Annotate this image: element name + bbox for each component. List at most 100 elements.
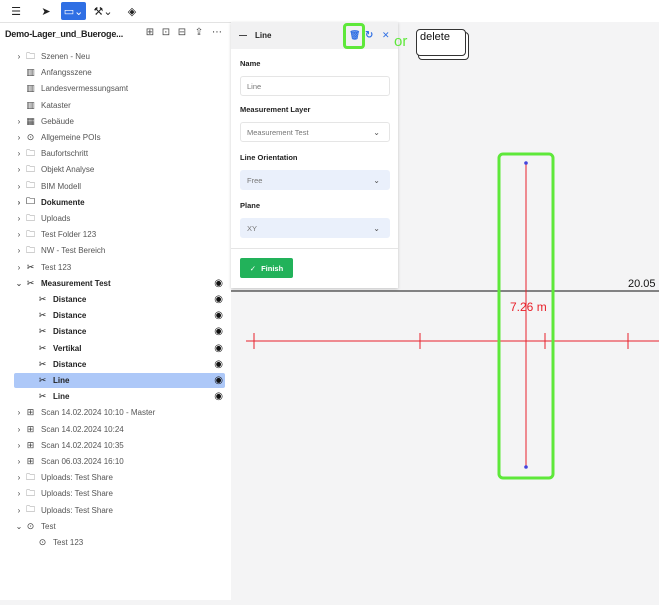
chevron-icon[interactable]: › xyxy=(17,424,21,434)
trash-icon[interactable]: 🗑 xyxy=(349,30,361,40)
tree-item[interactable]: ›🗀Baufortschritt xyxy=(14,146,225,161)
tools-menu-icon[interactable]: ⚒⌄ xyxy=(93,5,113,18)
scene-icon: ▥ xyxy=(26,99,35,110)
tree-item[interactable]: ›🗀Test Folder 123 xyxy=(14,227,225,242)
finish-button[interactable]: ✓Finish xyxy=(240,258,293,278)
tree-item[interactable]: ✂Line◉ xyxy=(14,389,225,404)
tree-item[interactable]: ▥Anfangsszene xyxy=(14,65,225,80)
orientation-value: Free xyxy=(247,175,263,185)
chevron-icon[interactable]: › xyxy=(17,52,21,61)
tree-item[interactable]: ›🗀Uploads: Test Share xyxy=(14,486,225,501)
tree-item[interactable]: ⌄✂ Measurement Test ◉ xyxy=(14,276,225,291)
tree-item[interactable]: ⊙Test 123 xyxy=(14,535,225,550)
eye-icon[interactable]: ◉ xyxy=(214,358,223,370)
chevron-icon[interactable]: › xyxy=(17,505,21,515)
chevron-icon[interactable]: ⌄ xyxy=(15,278,23,288)
new-folder-icon[interactable]: ⊟ xyxy=(177,27,187,38)
layers-icon[interactable]: ◈ xyxy=(127,5,137,18)
line-endpoint[interactable] xyxy=(524,161,528,165)
tree-item[interactable]: ✂Distance◉ xyxy=(14,324,225,339)
tree-item[interactable]: ✂Distance◉ xyxy=(14,357,225,372)
chevron-icon[interactable]: › xyxy=(17,262,21,272)
chevron-icon[interactable]: › xyxy=(17,181,21,191)
chevron-icon[interactable]: › xyxy=(17,133,21,142)
layer-select[interactable]: Measurement Test⌄ xyxy=(240,122,390,142)
tree-item[interactable]: ▥Landesvermessungsamt xyxy=(14,81,225,96)
tree-item[interactable]: ›🗀Uploads xyxy=(14,211,225,226)
eye-icon[interactable]: ◉ xyxy=(214,391,223,403)
eye-icon[interactable]: ◉ xyxy=(214,342,223,354)
tree-item[interactable]: ›🗀BIM Modell xyxy=(14,179,225,194)
layout-icon[interactable]: ⊞ xyxy=(145,27,155,38)
upload-icon[interactable]: ⇪ xyxy=(194,27,204,38)
measure-icon: ✂ xyxy=(26,261,35,272)
chevron-icon[interactable]: › xyxy=(17,408,21,418)
tree-item-label: Kataster xyxy=(41,100,71,110)
menu-icon[interactable]: ☰ xyxy=(11,5,21,18)
reset-icon[interactable]: ↻ xyxy=(365,30,374,41)
name-input[interactable]: Line xyxy=(240,76,390,96)
tree-item[interactable]: ›⊞Scan 14.02.2024 10:10 - Master xyxy=(14,405,225,420)
chevron-icon[interactable]: › xyxy=(17,457,21,466)
trash-highlight xyxy=(343,23,365,49)
tree-item[interactable]: ✂Line◉ xyxy=(14,373,225,388)
tree-item[interactable]: ›⊞Scan 14.02.2024 10:35 xyxy=(14,438,225,453)
tree-item-label: Measurement Test xyxy=(41,278,111,288)
tree-item[interactable]: ⌄⊙Test xyxy=(14,519,225,534)
scene-icon: ▥ xyxy=(26,83,35,94)
tree-item[interactable]: ✂Distance◉ xyxy=(14,308,225,323)
tree-item[interactable]: ›✂Test 123 xyxy=(14,260,225,275)
eye-icon[interactable]: ◉ xyxy=(214,375,223,386)
chevron-icon[interactable]: › xyxy=(17,473,21,483)
measurement-overlay: 20.05 m 7.26 m xyxy=(231,152,659,480)
chevron-icon[interactable]: › xyxy=(17,489,21,499)
folder-icon: 🗀 xyxy=(25,50,35,61)
chevron-icon[interactable]: › xyxy=(17,165,21,175)
eye-icon[interactable]: ◉ xyxy=(214,277,223,289)
chevron-icon[interactable]: › xyxy=(17,116,21,126)
line-endpoint[interactable] xyxy=(524,465,528,469)
add-screen-icon[interactable]: ⊡ xyxy=(161,27,171,38)
chevron-icon[interactable]: › xyxy=(17,440,21,450)
more-icon[interactable]: ⋯ xyxy=(212,27,222,38)
folder-icon: 🗀 xyxy=(25,196,35,207)
tree-item[interactable]: ✂Distance◉ xyxy=(14,292,225,307)
finish-label: Finish xyxy=(261,263,284,273)
chevron-icon[interactable]: ⌄ xyxy=(15,521,23,531)
eye-icon[interactable]: ◉ xyxy=(214,326,223,338)
chevron-icon[interactable]: › xyxy=(17,246,21,256)
tree-item[interactable]: ›⊞Scan 14.02.2024 10:24 xyxy=(14,422,225,437)
chevron-icon[interactable]: › xyxy=(17,230,21,240)
plane-select[interactable]: XY⌄ xyxy=(240,218,390,238)
measure-icon: ✂ xyxy=(26,277,35,288)
tree-item[interactable]: ›🗀NW - Test Bereich xyxy=(14,243,225,258)
tree-item[interactable]: ▥ Kataster xyxy=(14,98,225,113)
measure-icon: ✂ xyxy=(38,326,47,337)
tree-item[interactable]: ›🗀Uploads: Test Share xyxy=(14,503,225,518)
tree-item-label: Objekt Analyse xyxy=(41,165,95,175)
tree-item[interactable]: ›🗀Objekt Analyse xyxy=(14,162,225,177)
tree-item-label: Scan 06.03.2024 16:10 xyxy=(41,457,124,466)
eye-icon[interactable]: ◉ xyxy=(214,310,223,322)
close-icon[interactable]: ✕ xyxy=(382,30,390,40)
select-tool-icon[interactable]: ➤ xyxy=(41,5,51,18)
collapse-icon[interactable]: — xyxy=(239,31,247,40)
tree-item-label: Line xyxy=(53,376,70,385)
tree-item[interactable]: ✂Vertikal◉ xyxy=(14,341,225,356)
measure-tool-button[interactable]: ▭⌄ xyxy=(61,2,86,20)
scan-icon: ⊞ xyxy=(26,423,35,434)
tree-item[interactable]: ›⊞Scan 06.03.2024 16:10 xyxy=(14,454,225,469)
chevron-icon[interactable]: › xyxy=(17,197,21,207)
chevron-down-icon: ⌄ xyxy=(373,127,380,137)
tree-item-label: Scan 14.02.2024 10:35 xyxy=(41,440,124,450)
eye-icon[interactable]: ◉ xyxy=(214,294,223,305)
tree-item[interactable]: ›🗀Szenen - Neu xyxy=(14,49,225,64)
tree-item[interactable]: ›⊙Allgemeine POIs xyxy=(14,130,225,145)
chevron-icon[interactable]: › xyxy=(17,149,21,159)
tree-item[interactable]: ›🗀Uploads: Test Share xyxy=(14,470,225,485)
tree-item[interactable]: ›▦Gebäude xyxy=(14,114,225,129)
tree-item-label: Uploads xyxy=(41,214,71,223)
orientation-select[interactable]: Free⌄ xyxy=(240,170,390,190)
chevron-icon[interactable]: › xyxy=(17,214,21,223)
tree-item[interactable]: ›🗀Dokumente xyxy=(14,195,225,210)
